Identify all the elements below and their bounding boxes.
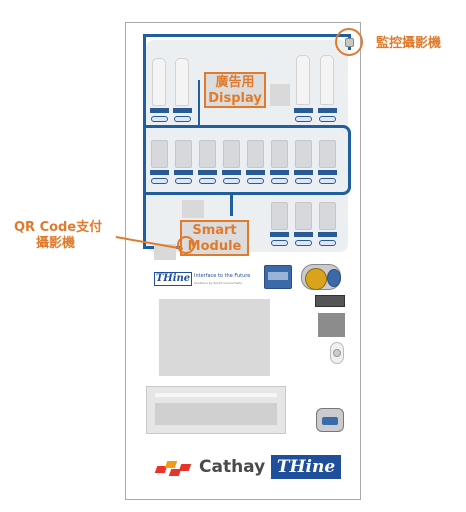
- smart-module-line1: Smart: [192, 223, 237, 238]
- select-button: [151, 116, 168, 122]
- product-item: [271, 202, 288, 230]
- price-tag: [246, 170, 265, 175]
- product-item: [295, 140, 312, 168]
- panel-tagline-small: Solutions by Smart Connectivity: [194, 281, 243, 285]
- select-button: [295, 240, 312, 246]
- price-tag: [294, 108, 313, 113]
- cable-left: [143, 34, 146, 249]
- select-button: [151, 178, 168, 184]
- bill-acceptor: [318, 313, 345, 337]
- coin-slot: [301, 264, 341, 290]
- qr-camera-housing: [154, 244, 176, 260]
- select-button: [271, 178, 288, 184]
- ad-display-label: 廣告用 Display: [204, 72, 266, 108]
- select-button: [174, 116, 191, 122]
- select-button: [247, 178, 264, 184]
- thine-footer-logo: THine: [271, 455, 341, 479]
- bottle: [320, 55, 334, 105]
- product-item: [247, 140, 264, 168]
- product-item: [271, 140, 288, 168]
- price-tag: [174, 170, 193, 175]
- ad-display-line1: 廣告用: [215, 75, 255, 90]
- change-return-button: [330, 342, 344, 364]
- select-button: [271, 240, 288, 246]
- select-button: [295, 116, 312, 122]
- price-tag: [318, 108, 337, 113]
- camera-monitor-label: 監控攝影機: [376, 36, 442, 51]
- qr-camera-line1: QR Code支付: [14, 220, 103, 235]
- select-button: [199, 178, 216, 184]
- cathay-logo-icon: [154, 458, 196, 478]
- cable-to-module: [230, 192, 233, 216]
- select-button: [319, 178, 336, 184]
- select-button: [295, 178, 312, 184]
- ad-display-line2: Display: [208, 91, 262, 106]
- thine-panel-logo: THine: [154, 272, 192, 286]
- pickup-tray: [146, 386, 286, 434]
- display-panel: [270, 84, 290, 106]
- cable-display: [198, 80, 200, 125]
- select-button: [319, 116, 336, 122]
- camera-highlight-circle: [335, 28, 363, 56]
- price-tag: [150, 170, 169, 175]
- product-item: [223, 140, 240, 168]
- cathay-logo-text: Cathay: [199, 457, 266, 477]
- product-item: [175, 140, 192, 168]
- return-coin-button: [316, 408, 344, 432]
- price-tag: [198, 170, 217, 175]
- qr-camera-line2: 攝影機: [36, 236, 76, 251]
- touch-screen: [159, 299, 270, 376]
- cable-top: [146, 34, 351, 37]
- smart-module-label: Smart Module: [180, 220, 249, 256]
- select-button: [175, 178, 192, 184]
- price-tag: [294, 170, 313, 175]
- bottle: [175, 58, 189, 106]
- cable-mid-loop: [143, 125, 351, 195]
- bottle: [296, 55, 310, 105]
- price-tag: [270, 232, 289, 237]
- price-tag: [294, 232, 313, 237]
- product-item: [319, 202, 336, 230]
- product-item: [295, 202, 312, 230]
- product-item: [199, 140, 216, 168]
- price-tag: [318, 170, 337, 175]
- qr-camera-label: QR Code支付 攝影機: [14, 220, 124, 252]
- price-tag: [318, 232, 337, 237]
- price-tag: [222, 170, 241, 175]
- bottle: [152, 58, 166, 106]
- select-button: [319, 240, 336, 246]
- bill-slot: [315, 295, 345, 307]
- product-item: [319, 140, 336, 168]
- price-tag: [173, 108, 192, 113]
- panel-tagline: Interface to the Future: [194, 273, 251, 279]
- product-item: [151, 140, 168, 168]
- price-tag: [270, 170, 289, 175]
- card-reader: [264, 265, 292, 289]
- smart-module-line2: Module: [187, 239, 242, 254]
- select-button: [223, 178, 240, 184]
- module-connector: [182, 200, 204, 218]
- qr-camera-highlight-circle: [177, 236, 195, 254]
- price-tag: [150, 108, 169, 113]
